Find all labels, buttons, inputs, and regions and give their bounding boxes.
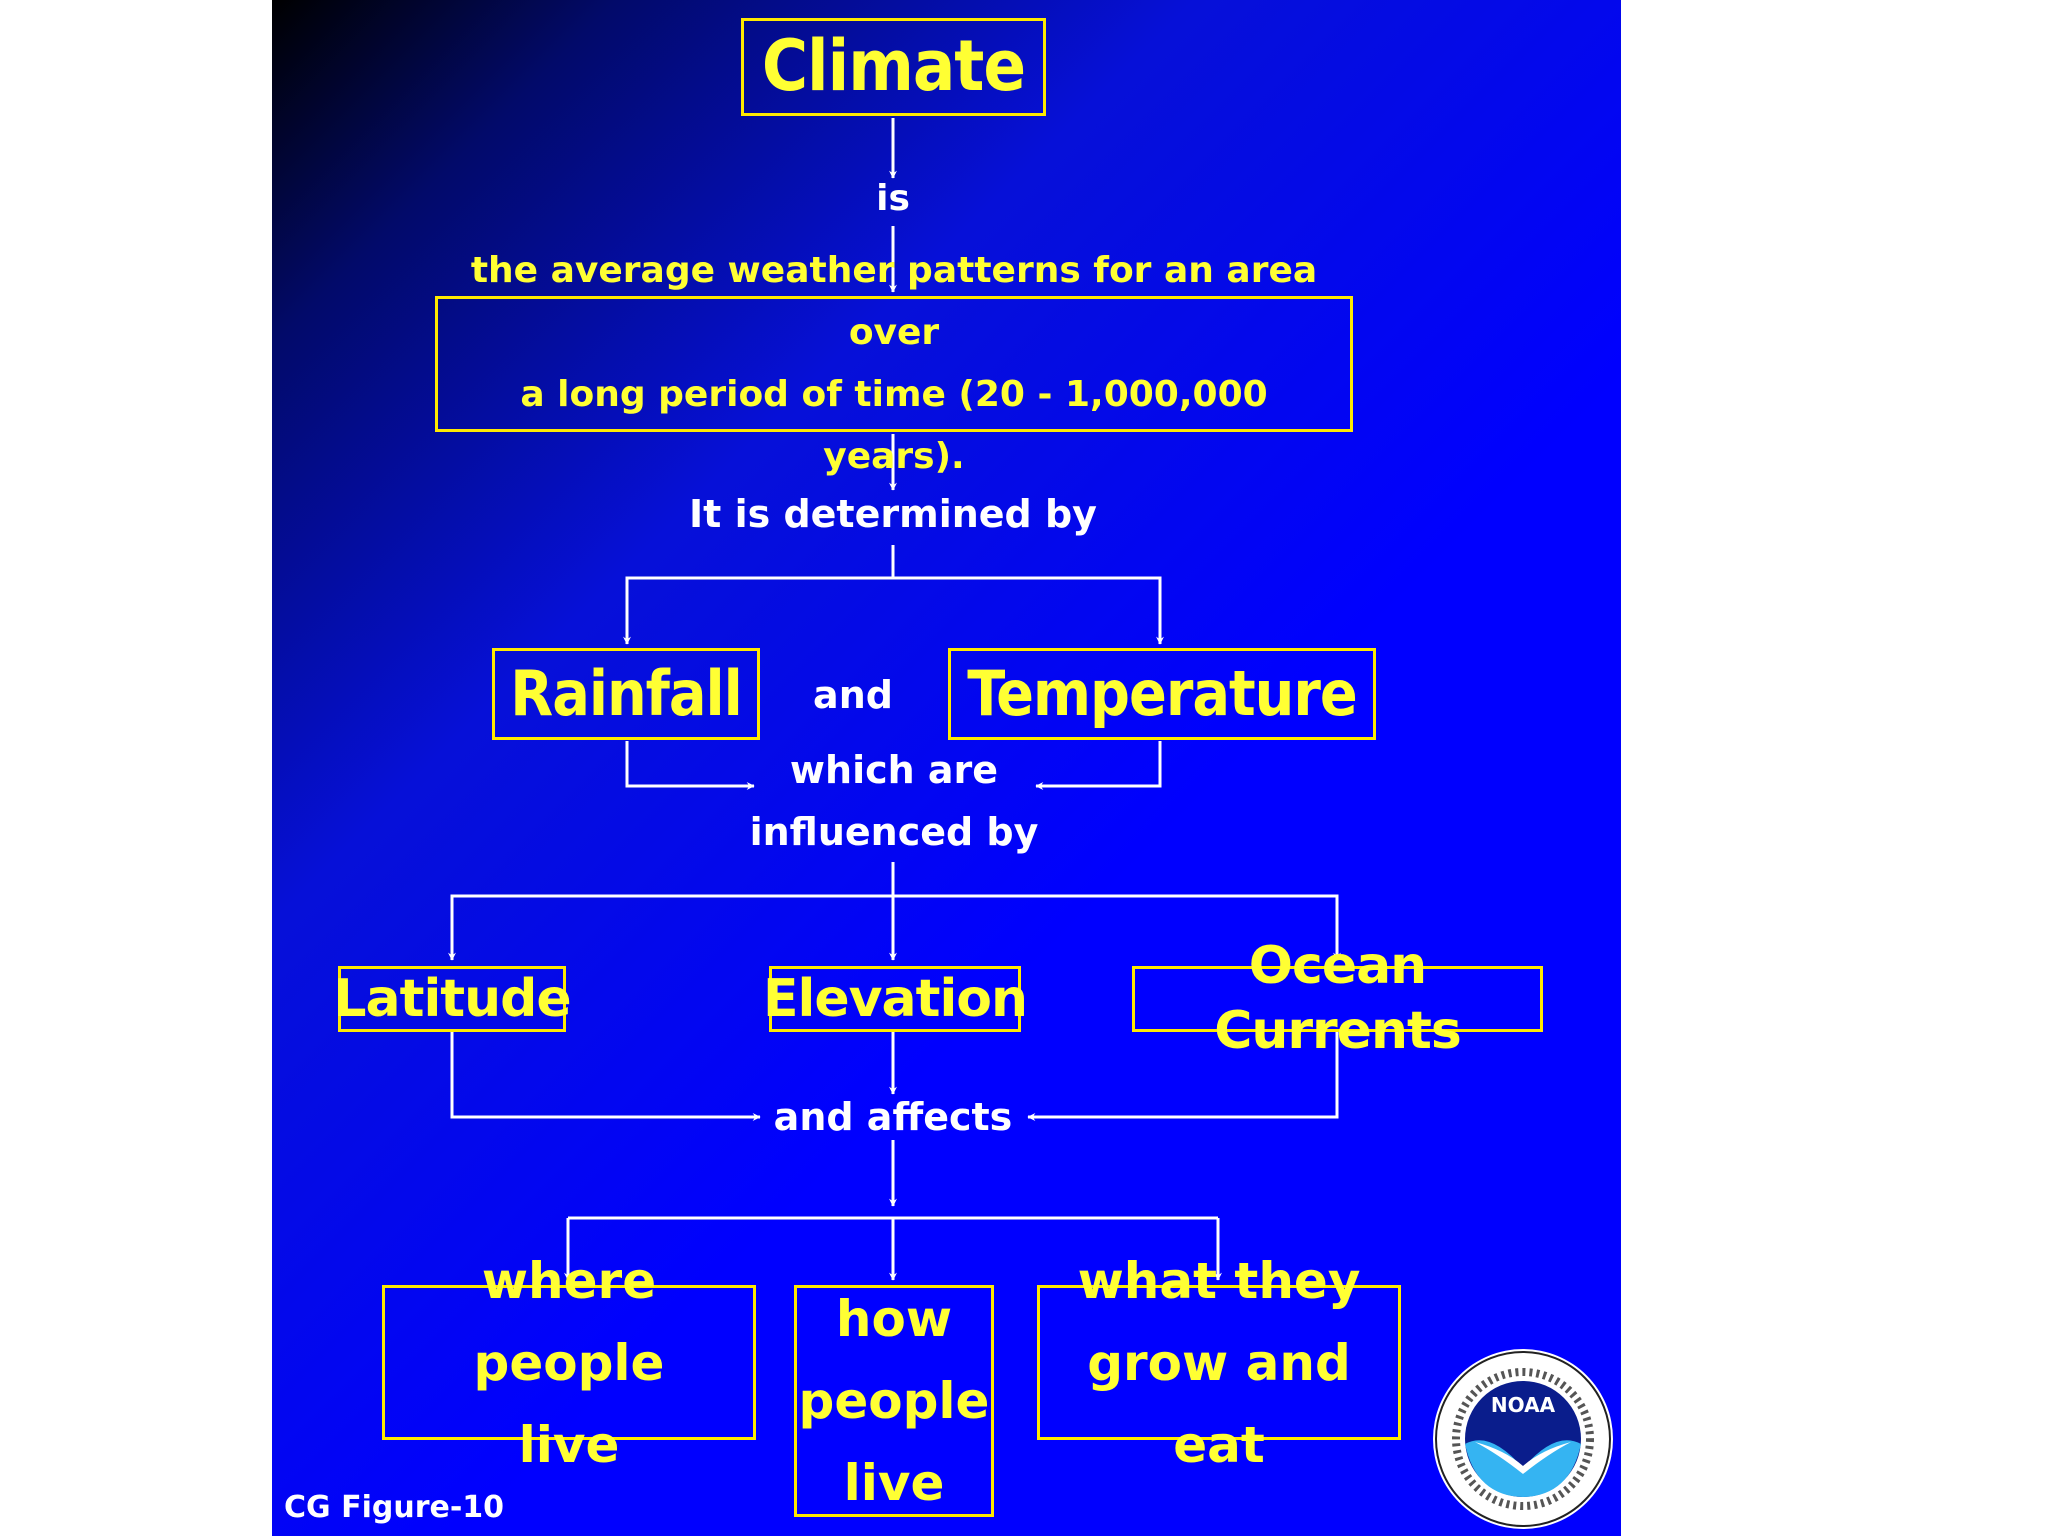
- effect2-line-2: people: [798, 1372, 990, 1430]
- node-climate: Climate: [741, 18, 1046, 116]
- node-ocean-currents-label: Ocean Currents: [1214, 936, 1462, 1061]
- node-definition: the average weather patterns for an area…: [435, 250, 1353, 477]
- connector-and: and: [813, 673, 893, 717]
- effect1-line-2: live: [518, 1415, 620, 1474]
- node-climate-label: Climate: [761, 25, 1026, 108]
- node-rainfall-label: Rainfall: [510, 657, 742, 731]
- node-ocean-currents: Ocean Currents: [1132, 936, 1543, 1061]
- connector-is: is: [876, 178, 910, 219]
- arrow-to-ocean: [893, 894, 1341, 961]
- effect2-line-1: how: [835, 1290, 953, 1348]
- diagram-background: [272, 0, 1621, 1536]
- arrow-latitude-affects: [450, 1032, 761, 1121]
- effect1-line-1: where people: [473, 1251, 665, 1392]
- node-elevation-label: Elevation: [762, 968, 1028, 1029]
- effect3-line-2: grow and eat: [1087, 1333, 1351, 1474]
- connector-which-are: which are: [789, 748, 999, 792]
- arrow-ocean-affects: [1027, 1032, 1339, 1121]
- connector-determined-by: It is determined by: [689, 492, 1097, 536]
- figure-label: CG Figure-10: [284, 1490, 505, 1525]
- node-where-people-live: where people live: [382, 1252, 756, 1474]
- node-temperature-label: Temperature: [967, 657, 1357, 731]
- arrow-to-temperature: [893, 576, 1164, 645]
- effect2-line-3: live: [843, 1454, 945, 1512]
- node-latitude: Latitude: [333, 966, 572, 1032]
- arrow-to-latitude: [448, 894, 893, 961]
- arrow-to-rainfall: [623, 576, 893, 645]
- arrow-temperature-which: [1035, 741, 1162, 790]
- arrow-rainfall-which: [625, 741, 755, 790]
- node-how-people-live: how people live: [794, 1285, 994, 1517]
- connector-and-affects: and affects: [773, 1095, 1013, 1139]
- connector-influenced-by: influenced by: [749, 810, 1039, 854]
- node-rainfall: Rainfall: [492, 648, 760, 740]
- node-temperature: Temperature: [948, 648, 1376, 740]
- node-what-they-grow-and-eat: what they grow and eat: [1037, 1252, 1401, 1474]
- effect3-line-1: what they: [1077, 1251, 1361, 1310]
- definition-line-1: the average weather patterns for an area…: [470, 250, 1318, 353]
- node-latitude-label: Latitude: [333, 968, 571, 1029]
- noaa-logo-text: NOAA: [1491, 1393, 1556, 1417]
- definition-line-2: a long period of time (20 - 1,000,000 ye…: [520, 374, 1268, 477]
- noaa-logo-icon: NOAA: [1433, 1349, 1613, 1529]
- node-elevation: Elevation: [763, 966, 1028, 1032]
